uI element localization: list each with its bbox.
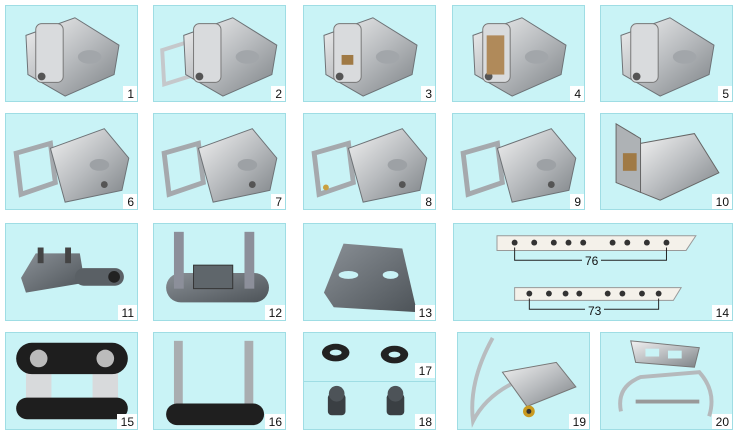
- roller-link-image: [16, 342, 128, 420]
- item-number: 14: [711, 305, 732, 320]
- product-cell-13[interactable]: 13: [303, 223, 436, 321]
- product-cell-4[interactable]: 4: [452, 5, 585, 102]
- product-cell-17-18[interactable]: 17 18: [303, 332, 436, 430]
- item-number: 19: [568, 414, 589, 429]
- chain-clip-image: [154, 114, 285, 209]
- item-number: 10: [711, 194, 732, 209]
- chain-clip-image: [304, 114, 435, 209]
- chain-clip-image: [160, 17, 278, 97]
- comb-strips-image: [496, 235, 697, 310]
- spring-clip-image: [470, 336, 577, 428]
- product-cell-20[interactable]: 20: [600, 332, 733, 430]
- item-number: 15: [116, 414, 137, 429]
- product-cell-8[interactable]: 8: [303, 113, 436, 210]
- item-number: 16: [264, 414, 285, 429]
- item-number: 13: [414, 305, 435, 320]
- chain-clip-image: [615, 122, 720, 201]
- product-cell-9[interactable]: 9: [452, 113, 585, 210]
- item-number: 9: [570, 194, 584, 209]
- spring-clip-image: [618, 340, 714, 417]
- item-number: 18: [414, 414, 435, 429]
- product-cell-11[interactable]: 11: [5, 223, 138, 321]
- product-cell-16[interactable]: 16: [153, 332, 286, 430]
- item-number: 17: [414, 363, 435, 378]
- chain-clip-image: [6, 114, 137, 209]
- item-number: 3: [421, 86, 435, 101]
- item-number: 7: [271, 194, 285, 209]
- chain-clip-image: [453, 114, 584, 209]
- item-number: 4: [570, 86, 584, 101]
- item-number: 1: [123, 86, 137, 101]
- item-number: 20: [711, 414, 732, 429]
- chain-clip-image: [620, 17, 715, 97]
- chain-clip-image: [323, 17, 418, 97]
- item-number: 8: [421, 194, 435, 209]
- product-cell-19[interactable]: 19: [457, 332, 590, 430]
- product-cell-6[interactable]: 6: [5, 113, 138, 210]
- product-cell-1[interactable]: 1: [5, 5, 138, 102]
- item-number: 2: [271, 86, 285, 101]
- pin-link-image: [166, 340, 265, 426]
- product-cell-7[interactable]: 7: [153, 113, 286, 210]
- chain-clip-image: [25, 17, 120, 97]
- washers-and-nuts-image: [321, 343, 409, 416]
- product-cell-3[interactable]: 3: [303, 5, 436, 102]
- item-number: 6: [123, 194, 137, 209]
- item-number: 5: [718, 86, 732, 101]
- item-number: 12: [264, 305, 285, 320]
- product-cell-15[interactable]: 15: [5, 332, 138, 430]
- attachment-link-image: [21, 247, 124, 293]
- pin-link-image: [166, 231, 269, 303]
- product-cell-2[interactable]: 2: [153, 5, 286, 102]
- product-cell-14[interactable]: 76 73 14: [453, 223, 733, 321]
- chain-clip-image: [472, 17, 567, 97]
- product-cell-10[interactable]: 10: [600, 113, 733, 210]
- dimension-label-76: 76: [582, 254, 602, 268]
- cell-divider: [304, 381, 435, 382]
- product-cell-5[interactable]: 5: [600, 5, 733, 102]
- item-number: 11: [117, 305, 137, 320]
- plate-image: [323, 243, 418, 313]
- dimension-label-73: 73: [585, 304, 605, 318]
- product-cell-12[interactable]: 12: [153, 223, 286, 321]
